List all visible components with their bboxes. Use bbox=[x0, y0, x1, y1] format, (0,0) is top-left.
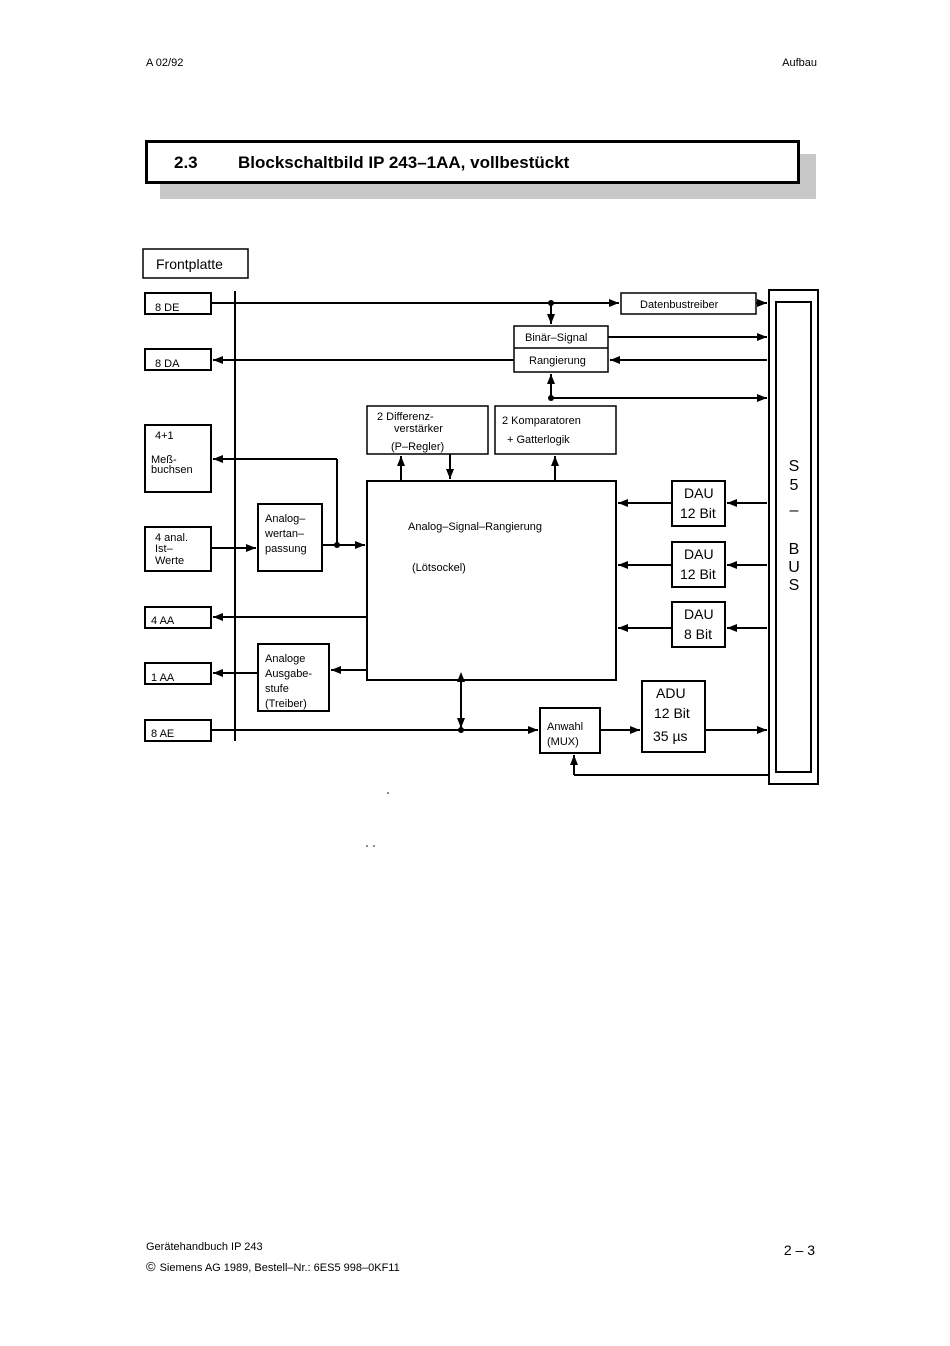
box-4aa bbox=[144, 606, 212, 629]
label-8da: 8 DA bbox=[155, 358, 180, 370]
label-mess-3: buchsen bbox=[151, 464, 193, 476]
label-adu-3: 35 µs bbox=[653, 728, 688, 744]
section-title-box: 2.3 Blockschaltbild IP 243–1AA, vollbest… bbox=[145, 140, 800, 184]
stray-dot bbox=[366, 845, 368, 847]
bus-letter: S bbox=[789, 577, 800, 594]
label-mess-1: 4+1 bbox=[155, 430, 174, 442]
bus-letter: B bbox=[789, 541, 800, 558]
footer-copyright: ©Siemens AG 1989, Bestell–Nr.: 6ES5 998–… bbox=[146, 1259, 400, 1274]
label-diff-3: (P–Regler) bbox=[391, 441, 444, 453]
label-anpass-2: wertan– bbox=[264, 528, 305, 540]
s5-bus-inner bbox=[775, 301, 812, 773]
box-ausgabestufe bbox=[257, 643, 330, 712]
copyright-icon: © bbox=[146, 1259, 156, 1274]
label-dau1-1: DAU bbox=[684, 485, 714, 501]
stray-dot bbox=[387, 792, 389, 794]
box-adu bbox=[641, 680, 706, 753]
label-dau2-2: 12 Bit bbox=[680, 566, 716, 582]
box-binaer-signal bbox=[513, 325, 609, 373]
label-anal-1: 4 anal. bbox=[155, 532, 188, 544]
label-binaer-1: Binär–Signal bbox=[525, 332, 587, 344]
box-dau-3 bbox=[671, 601, 726, 648]
label-anpass-1: Analog– bbox=[265, 513, 306, 525]
label-ausgabe-3: stufe bbox=[265, 683, 289, 695]
frontplatte-box bbox=[142, 248, 249, 279]
label-4aa: 4 AA bbox=[151, 615, 175, 627]
s5-bus-outer bbox=[768, 289, 819, 785]
label-binaer-2: Rangierung bbox=[529, 355, 586, 367]
box-8da bbox=[144, 348, 212, 371]
footer-order-number: Siemens AG 1989, Bestell–Nr.: 6ES5 998–0… bbox=[159, 1262, 400, 1274]
label-dau1-2: 12 Bit bbox=[680, 505, 716, 521]
label-8ae: 8 AE bbox=[151, 728, 174, 740]
label-mess-2: Meß- bbox=[151, 454, 177, 466]
box-messbuchsen bbox=[144, 424, 212, 493]
header-doc-id: A 02/92 bbox=[146, 57, 184, 69]
box-analog-signal-rangierung bbox=[366, 480, 617, 681]
junction-dot bbox=[458, 727, 464, 733]
stray-dot bbox=[373, 845, 375, 847]
label-dau3-1: DAU bbox=[684, 606, 714, 622]
bus-letter: U bbox=[788, 559, 800, 576]
frontplatte-label: Frontplatte bbox=[156, 256, 223, 272]
junction-dot bbox=[334, 542, 340, 548]
label-rangierung-1: Analog–Signal–Rangierung bbox=[408, 521, 542, 533]
junction-dot bbox=[548, 395, 554, 401]
footer-manual-title: Gerätehandbuch IP 243 bbox=[146, 1241, 263, 1253]
label-komp-1: 2 Komparatoren bbox=[502, 415, 581, 427]
label-anal-3: Werte bbox=[155, 555, 184, 567]
label-mux-1: Anwahl bbox=[547, 721, 583, 733]
label-adu-2: 12 Bit bbox=[654, 705, 690, 721]
label-ausgabe-2: Ausgabe- bbox=[265, 668, 312, 680]
page-number: 2 – 3 bbox=[783, 1242, 815, 1258]
label-dau3-2: 8 Bit bbox=[684, 626, 712, 642]
label-dau2-1: DAU bbox=[684, 546, 714, 562]
label-diff-1: 2 Differenz- bbox=[377, 411, 434, 423]
label-anal-2: Ist– bbox=[155, 543, 174, 555]
label-anpass-3: passung bbox=[265, 543, 307, 555]
box-komparatoren bbox=[494, 405, 617, 455]
label-datenbustreiber: Datenbustreiber bbox=[640, 299, 719, 311]
label-mux-2: (MUX) bbox=[547, 736, 579, 748]
label-komp-2: + Gatterlogik bbox=[507, 434, 570, 446]
box-1aa bbox=[144, 662, 212, 685]
label-1aa: 1 AA bbox=[151, 672, 175, 684]
box-differenzverstaerker bbox=[366, 405, 489, 455]
label-8de: 8 DE bbox=[155, 302, 179, 314]
label-rangierung-2: (Lötsockel) bbox=[412, 562, 466, 574]
header-chapter: Aufbau bbox=[782, 57, 817, 69]
label-diff-2: verstärker bbox=[394, 423, 443, 435]
section-number: 2.3 bbox=[174, 153, 198, 172]
label-ausgabe-4: (Treiber) bbox=[265, 698, 307, 710]
bus-letter: – bbox=[790, 502, 799, 519]
bus-letter: 5 bbox=[790, 477, 799, 494]
bus-letter: S bbox=[789, 458, 800, 475]
box-analogwertanpassung bbox=[257, 503, 323, 572]
label-ausgabe-1: Analoge bbox=[265, 653, 305, 665]
junction-dot bbox=[548, 300, 554, 306]
label-adu-1: ADU bbox=[656, 685, 686, 701]
section-title: Blockschaltbild IP 243–1AA, vollbestückt bbox=[238, 153, 570, 172]
